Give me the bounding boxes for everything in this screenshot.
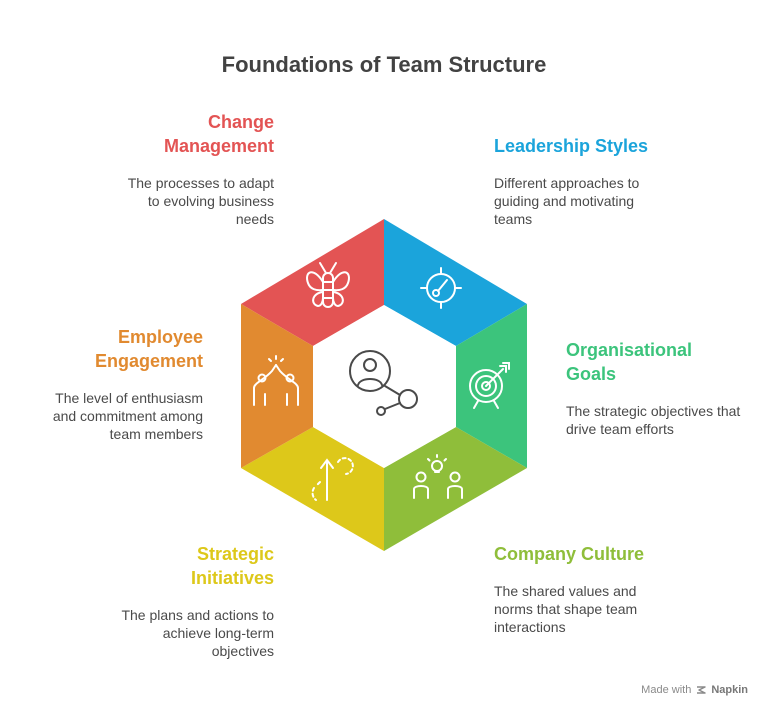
heading-strategic-initiatives: Strategic Initiatives	[190, 544, 274, 588]
path-arrow-icon	[311, 457, 354, 501]
block-company-culture: Company Culture The shared values and no…	[494, 542, 724, 636]
block-change-management: Change Management The processes to adapt…	[60, 110, 274, 228]
segment-engagement[interactable]	[241, 304, 313, 468]
heading-company-culture: Company Culture	[494, 544, 645, 564]
desc-change-management: The processes to adapt to evolving busin…	[127, 175, 274, 227]
butterfly-icon	[306, 262, 350, 308]
block-strategic-initiatives: Strategic Initiatives The plans and acti…	[60, 542, 274, 660]
desc-employee-engagement: The level of enthusiasm and commitment a…	[52, 390, 203, 442]
team-network-icon	[349, 350, 418, 416]
block-employee-engagement: Employee Engagement The level of enthusi…	[30, 325, 203, 443]
heading-employee-engagement: Employee Engagement	[94, 327, 203, 371]
target-arrow-icon	[469, 362, 510, 409]
footer-attribution: Made with Napkin	[641, 684, 748, 696]
block-organisational-goals: Organisational Goals The strategic objec…	[566, 338, 756, 438]
heading-organisational-goals: Organisational Goals	[566, 340, 693, 384]
desc-company-culture: The shared values and norms that shape t…	[494, 583, 638, 635]
people-idea-icon	[413, 454, 463, 499]
footer-brand[interactable]: Napkin	[711, 684, 748, 696]
heading-leadership-styles: Leadership Styles	[494, 136, 649, 156]
block-leadership-styles: Leadership Styles Different approaches t…	[494, 134, 724, 228]
desc-leadership-styles: Different approaches to guiding and moti…	[494, 175, 640, 227]
napkin-logo-icon	[697, 686, 707, 694]
heading-change-management: Change Management	[163, 112, 274, 156]
compass-icon	[420, 267, 462, 309]
segment-culture[interactable]	[384, 427, 527, 551]
desc-organisational-goals: The strategic objectives that drive team…	[566, 403, 741, 437]
segment-goals[interactable]	[456, 304, 527, 468]
segment-change[interactable]	[241, 219, 384, 346]
desc-strategic-initiatives: The plans and actions to achieve long-te…	[121, 607, 274, 659]
diagram-title: Foundations of Team Structure	[221, 52, 547, 77]
footer-made-with: Made with	[641, 684, 692, 696]
high-five-icon	[253, 355, 299, 406]
segment-leadership[interactable]	[384, 219, 527, 346]
